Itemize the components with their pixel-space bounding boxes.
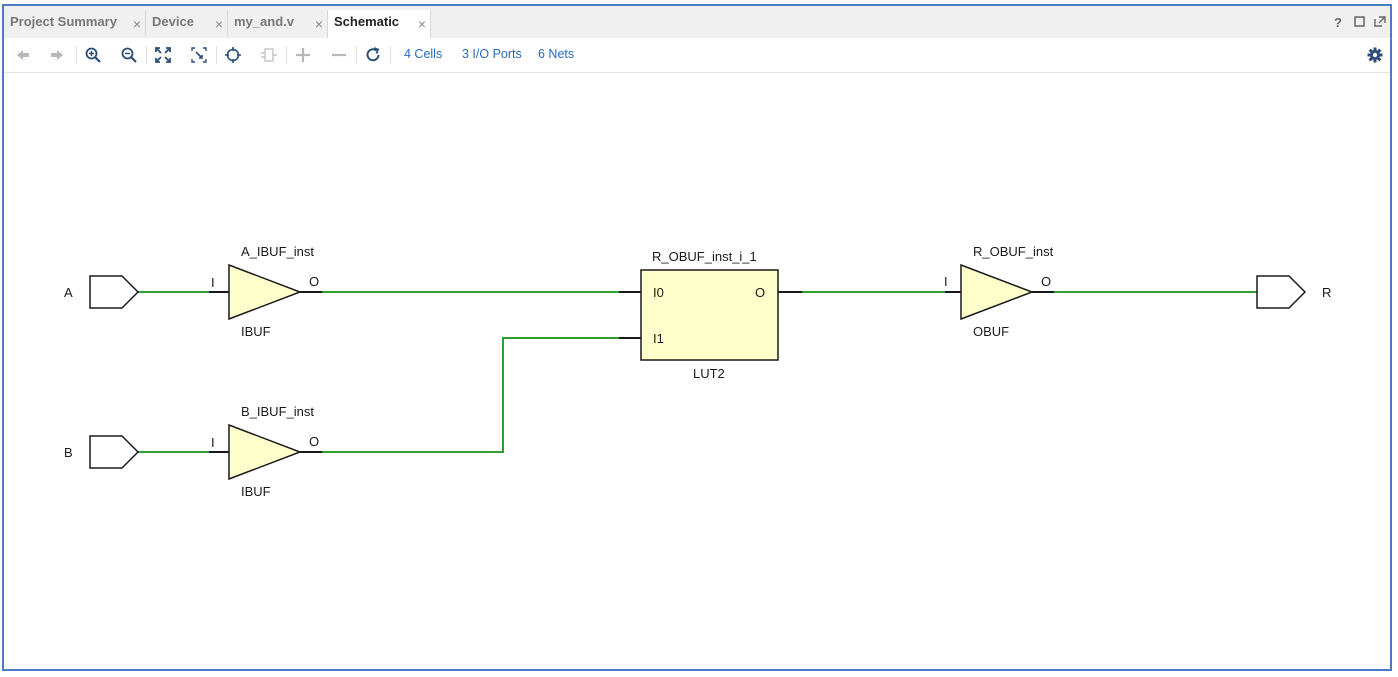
zoom-out-icon[interactable] xyxy=(120,46,138,64)
toolbar: 4 Cells 3 I/O Ports 6 Nets xyxy=(4,38,1390,73)
cell-instance-name: A_IBUF_inst xyxy=(241,244,314,259)
buffer-triangle xyxy=(960,263,1035,321)
refresh-icon[interactable] xyxy=(364,46,382,64)
port-shape xyxy=(89,435,140,469)
zoom-area-icon[interactable] xyxy=(190,46,208,64)
cell-type: IBUF xyxy=(241,484,271,499)
schematic-canvas[interactable]: A B A_IBUF_inst I O IBUF B_IBUF_inst xyxy=(4,73,1390,669)
net-layer xyxy=(138,291,1257,453)
input-port-b[interactable]: B xyxy=(64,435,140,469)
settings-gear-icon[interactable] xyxy=(1366,46,1384,64)
close-icon[interactable]: × xyxy=(417,16,426,32)
nets-count-link[interactable]: 6 Nets xyxy=(538,47,575,61)
help-icon[interactable]: ? xyxy=(1334,15,1342,30)
lut-box xyxy=(640,269,779,361)
separator xyxy=(286,46,287,64)
cell-instance-name: R_OBUF_inst_i_1 xyxy=(652,249,757,264)
pin-label: I1 xyxy=(653,331,664,346)
tab-device[interactable]: Device × xyxy=(146,10,228,38)
crosshair-icon[interactable] xyxy=(224,46,242,64)
cell-r-obuf-inst-i-1[interactable]: R_OBUF_inst_i_1 I0 I1 O LUT2 xyxy=(619,249,802,381)
port-shape xyxy=(1256,275,1307,309)
cell-type: LUT2 xyxy=(693,366,725,381)
pin-label: I0 xyxy=(653,285,664,300)
pin-label: I xyxy=(211,435,215,450)
buffer-triangle xyxy=(228,263,303,321)
cell-instance-name: B_IBUF_inst xyxy=(241,404,314,419)
pin-label: O xyxy=(309,274,319,289)
tab-label: my_and.v xyxy=(234,14,294,29)
close-icon[interactable]: × xyxy=(132,16,141,32)
close-icon[interactable]: × xyxy=(214,16,223,32)
pin-label: I xyxy=(944,274,948,289)
port-shape xyxy=(89,275,140,309)
io-ports-count-link[interactable]: 3 I/O Ports xyxy=(462,47,522,61)
cell-type: IBUF xyxy=(241,324,271,339)
tab-bar: Project Summary × Device × my_and.v × Sc… xyxy=(4,6,1390,39)
input-port-a[interactable]: A xyxy=(64,275,140,309)
port-label: A xyxy=(64,285,73,300)
buffer-triangle xyxy=(228,423,303,481)
maximize-icon[interactable] xyxy=(1354,16,1366,31)
output-port-r[interactable]: R xyxy=(1256,275,1331,309)
zoom-in-icon[interactable] xyxy=(84,46,102,64)
cell-icon[interactable] xyxy=(260,46,278,64)
tab-my-and-v[interactable]: my_and.v × xyxy=(228,10,328,38)
pin-label: O xyxy=(309,434,319,449)
close-icon[interactable]: × xyxy=(314,16,323,32)
tab-project-summary[interactable]: Project Summary × xyxy=(4,10,146,38)
tab-label: Project Summary xyxy=(10,14,117,29)
separator xyxy=(76,46,77,64)
pin-label: O xyxy=(1041,274,1051,289)
net-b-ibuf-o[interactable] xyxy=(322,337,619,453)
cells-count-link[interactable]: 4 Cells xyxy=(404,47,443,61)
separator xyxy=(146,46,147,64)
tab-label: Device xyxy=(152,14,194,29)
back-icon[interactable] xyxy=(14,46,32,64)
schematic-svg: A B A_IBUF_inst I O IBUF B_IBUF_inst xyxy=(64,244,1331,499)
schematic-window: Project Summary × Device × my_and.v × Sc… xyxy=(2,4,1392,671)
port-label: B xyxy=(64,445,73,460)
cell-instance-name: R_OBUF_inst xyxy=(973,244,1054,259)
tab-label: Schematic xyxy=(334,14,400,29)
cell-type: OBUF xyxy=(973,324,1009,339)
tab-schematic[interactable]: Schematic × xyxy=(328,10,431,38)
port-label: R xyxy=(1322,285,1331,300)
separator xyxy=(356,46,357,64)
separator xyxy=(390,46,391,64)
pin-label: I xyxy=(211,275,215,290)
float-icon[interactable] xyxy=(1374,16,1386,31)
pin-label: O xyxy=(755,285,765,300)
separator xyxy=(216,46,217,64)
collapse-icon[interactable] xyxy=(330,46,348,64)
cell-b-ibuf-inst[interactable]: B_IBUF_inst I O IBUF xyxy=(209,404,322,499)
expand-icon[interactable] xyxy=(294,46,312,64)
zoom-fit-icon[interactable] xyxy=(154,46,172,64)
forward-icon[interactable] xyxy=(48,46,66,64)
cell-a-ibuf-inst[interactable]: A_IBUF_inst I O IBUF xyxy=(209,244,322,339)
cell-r-obuf-inst[interactable]: R_OBUF_inst I O OBUF xyxy=(944,244,1054,339)
